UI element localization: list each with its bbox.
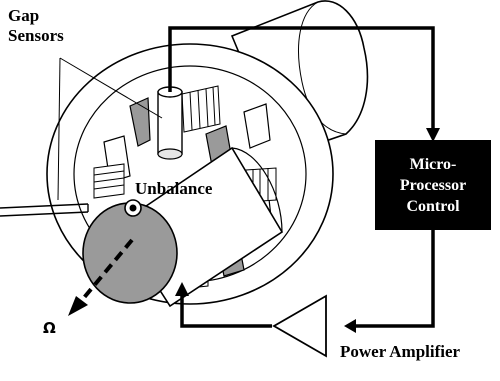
power-amplifier-label: Power Amplifier: [340, 342, 461, 361]
arrow-into-coil: [175, 282, 189, 296]
omega-label: Ω: [43, 319, 56, 337]
gap-sensors-label: Gap Sensors: [8, 6, 64, 46]
gap-sensor-probe: [157, 86, 183, 160]
amplifier-to-coil-wire: [180, 292, 272, 328]
arrowheads: [175, 128, 440, 333]
controller-to-amplifier-wire: [352, 230, 435, 328]
gap-sensors-label-line-2: Sensors: [8, 26, 64, 45]
microprocessor-control-box: Micro- Processor Control: [375, 140, 491, 230]
gap-sensors-label-line-1: Gap: [8, 6, 40, 25]
arrow-into-amplifier: [344, 319, 356, 333]
controller-label-line-2: Processor: [399, 176, 467, 194]
unbalance-marker: [124, 199, 142, 217]
unbalance-label: Unbalance: [135, 179, 213, 198]
rotation-axis: [68, 238, 134, 316]
coil-top: [181, 85, 221, 133]
coil-left: [93, 163, 125, 199]
power-amplifier-symbol: [272, 294, 327, 358]
control-loop-wiring: [168, 26, 435, 328]
arrow-into-controller: [426, 128, 440, 142]
sensor-to-controller-wire: [168, 26, 435, 136]
gap-sensor-leaders: [0, 57, 163, 217]
controller-label: Micro- Processor Control: [400, 154, 466, 217]
controller-label-line-3: Control: [406, 197, 460, 215]
controller-label-line-1: Micro-: [409, 155, 457, 173]
rotor-end-face: [82, 202, 178, 304]
